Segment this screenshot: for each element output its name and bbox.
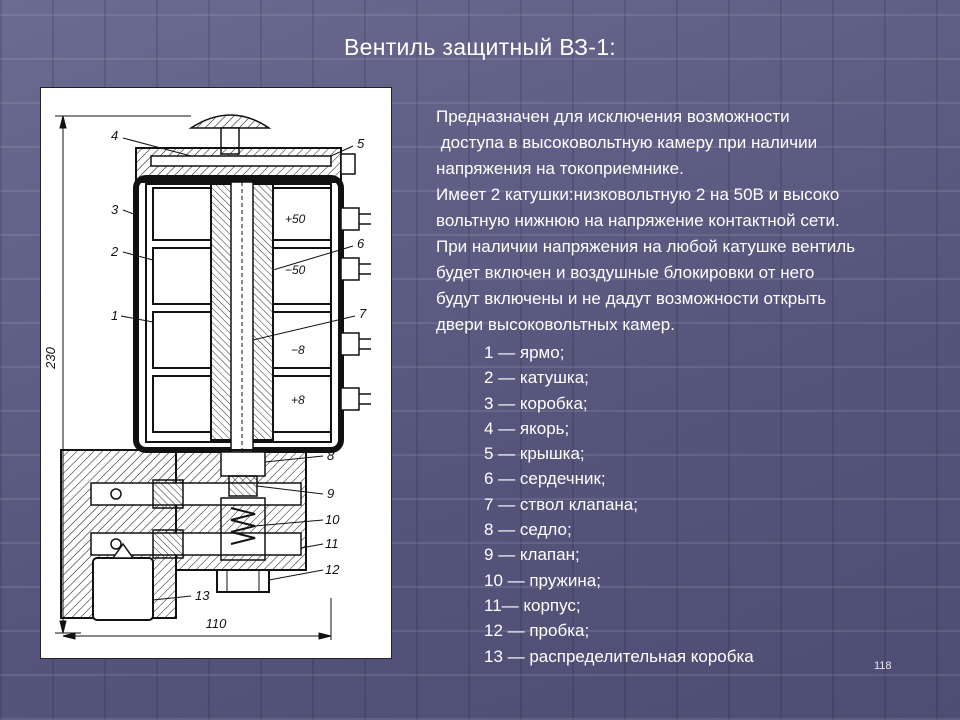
- legend-item: 6 — сердечник;: [484, 469, 606, 489]
- description-line: доступа в высоковольтную камеру при нали…: [436, 133, 818, 152]
- page-number: 118: [874, 660, 892, 672]
- legend-item: 2 — катушка;: [484, 368, 589, 388]
- callout-10: 10: [325, 512, 340, 527]
- legend-item: 5 — крышка;: [484, 444, 585, 464]
- callout-6: 6: [357, 236, 365, 251]
- cover-terminal: [340, 153, 356, 175]
- valve-drawing: 230: [40, 87, 392, 659]
- legend-item: 13 — распределительная коробка: [484, 646, 754, 666]
- legend-item: 1 — ярмо;: [484, 343, 565, 362]
- valve-disc: [228, 475, 258, 497]
- legend-item: 4 — якорь;: [484, 418, 570, 438]
- callout-3: 3: [111, 202, 119, 217]
- description-line: Предназначен для исключения возможности: [436, 107, 790, 126]
- terminal-label-4: +8: [291, 393, 305, 407]
- callout-2: 2: [110, 244, 119, 259]
- legend-item: 7 — ствол клапана;: [484, 494, 638, 514]
- description-line: Имеет 2 катушки:низковольтную 2 на 50В и…: [436, 185, 840, 204]
- valve-cross-section-svg: 230: [43, 114, 371, 640]
- callout-13: 13: [195, 588, 210, 603]
- callout-11: 11: [325, 536, 339, 551]
- parts-legend: 1 — ярмо; 2 — катушка; 3 — коробка; 4 — …: [484, 340, 754, 669]
- description-line: При наличии напряжения на любой катушке …: [436, 237, 856, 256]
- terminal-label-3: −8: [291, 343, 305, 357]
- legend-item: 9 — клапан;: [484, 545, 580, 565]
- callout-7: 7: [359, 306, 367, 321]
- legend-item: 12 — пробка;: [484, 621, 590, 641]
- slide-title: Вентиль защитный ВЗ-1:: [343, 34, 617, 60]
- callout-12: 12: [325, 562, 340, 577]
- callout-8: 8: [327, 448, 335, 463]
- description-line: вольтную нижнюю на напряжение контактной…: [436, 211, 840, 230]
- legend-item: 8 — седло;: [484, 520, 572, 540]
- description-line: напряжения на токоприемнике.: [436, 159, 684, 178]
- callout-leaders: [120, 137, 356, 601]
- armature-plate: [150, 155, 332, 167]
- terminal-label-1: +50: [285, 212, 306, 226]
- dimension-width-label: 110: [206, 616, 227, 631]
- description-line: будут включены и не дадут возможности от…: [436, 289, 827, 308]
- terminal-label-2: −50: [285, 263, 306, 277]
- spring-chamber: [220, 497, 266, 561]
- callout-1: 1: [111, 308, 118, 323]
- description-text: Предназначен для исключения возможности …: [436, 104, 956, 338]
- plug: [216, 569, 270, 593]
- legend-item: 11— корпус;: [484, 595, 581, 615]
- legend-item: 3 — коробка;: [484, 393, 588, 413]
- terminals: [340, 207, 371, 411]
- description-line: будет включен и воздушные блокировки от …: [436, 263, 815, 282]
- description-line: двери высоковольтных камер.: [436, 315, 675, 334]
- callout-9: 9: [327, 486, 334, 501]
- callout-5: 5: [357, 136, 365, 151]
- width-dimension: [62, 598, 332, 640]
- legend-item: 10 — пружина;: [484, 570, 601, 590]
- dimension-height-label: 230: [43, 346, 58, 369]
- distribution-box: [92, 557, 154, 621]
- callout-4: 4: [111, 128, 118, 143]
- valve-seat: [220, 451, 266, 477]
